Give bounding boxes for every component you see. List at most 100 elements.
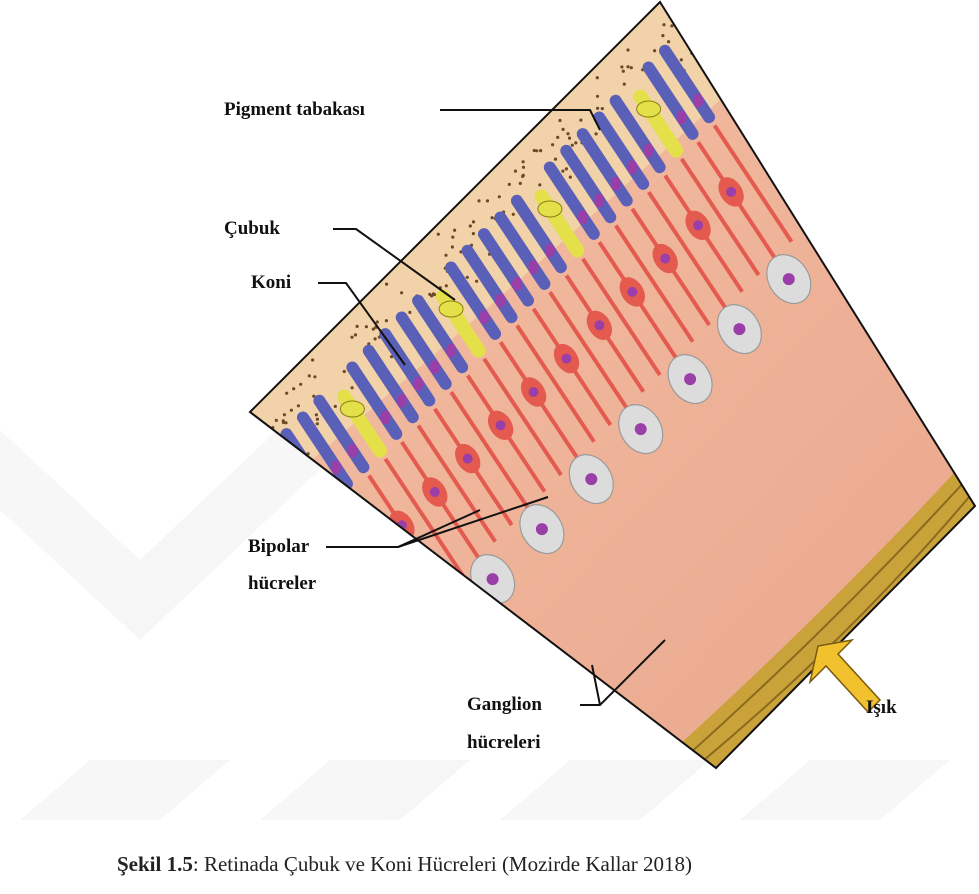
pigment-granule <box>365 325 368 328</box>
label-bipolar-line1: Bipolar <box>248 534 309 560</box>
bipolar-nucleus <box>693 220 703 230</box>
pigment-granule <box>551 143 554 146</box>
pigment-granule <box>290 409 293 412</box>
pigment-granule <box>596 95 599 98</box>
cone-segment <box>637 101 661 117</box>
pigment-granule <box>522 166 525 169</box>
pigment-granule <box>670 24 673 27</box>
pigment-granule <box>562 128 565 131</box>
ganglion-nucleus <box>635 423 647 435</box>
pigment-granule <box>385 319 388 322</box>
pigment-granule <box>374 337 377 340</box>
pigment-granule <box>311 358 314 361</box>
rod-nucleus <box>677 110 687 124</box>
label-pigment-layer: Pigment tabakası <box>224 97 365 123</box>
pigment-granule <box>626 65 629 68</box>
pigment-granule <box>571 144 574 147</box>
ganglion-nucleus <box>684 373 696 385</box>
pigment-granule <box>574 141 577 144</box>
pigment-granule <box>514 170 517 173</box>
rod-nucleus <box>594 194 604 208</box>
rod-nucleus <box>611 177 621 191</box>
rod-nucleus <box>315 477 325 491</box>
bipolar-nucleus <box>726 187 736 197</box>
ganglion-nucleus <box>536 523 548 535</box>
pigment-granule <box>554 158 557 161</box>
label-ganglion-line1: Ganglion <box>467 692 542 718</box>
bipolar-nucleus <box>660 254 670 264</box>
pigment-granule <box>630 66 633 69</box>
pigment-granule <box>385 283 388 286</box>
pigment-granule <box>522 160 525 163</box>
pigment-granule <box>282 421 285 424</box>
bipolar-nucleus <box>594 320 604 330</box>
pigment-granule <box>556 136 559 139</box>
pigment-granule <box>565 167 568 170</box>
pigment-granule <box>472 232 475 235</box>
rod-nucleus <box>627 160 637 174</box>
bipolar-nucleus <box>496 420 506 430</box>
pigment-granule <box>579 119 582 122</box>
pigment-granule <box>408 311 411 314</box>
pigment-granule <box>519 182 522 185</box>
pigment-granule <box>601 107 604 110</box>
ganglion-nucleus <box>585 473 597 485</box>
pigment-granule <box>522 174 525 177</box>
caption-number: Şekil 1.5 <box>117 852 193 876</box>
pigment-granule <box>430 294 433 297</box>
pigment-granule <box>400 291 403 294</box>
pigment-granule <box>475 280 478 283</box>
pigment-granule <box>354 333 357 336</box>
label-rod: Çubuk <box>224 216 280 242</box>
bipolar-nucleus <box>463 454 473 464</box>
pigment-granule <box>376 320 379 323</box>
pigment-granule <box>626 48 629 51</box>
pigment-granule <box>477 199 480 202</box>
pigment-granule <box>680 58 683 61</box>
rod-nucleus <box>528 260 538 274</box>
ganglion-cell <box>412 596 474 661</box>
rod-nucleus <box>347 444 357 458</box>
pigment-granule <box>437 233 440 236</box>
figure-caption: Şekil 1.5: Retinada Çubuk ve Koni Hücrel… <box>117 852 692 877</box>
pigment-granule <box>491 216 494 219</box>
label-ganglion-line2: hücreleri <box>467 730 541 756</box>
pigment-granule <box>275 419 278 422</box>
pigment-granule <box>662 23 665 26</box>
pigment-granule <box>661 34 664 37</box>
ganglion-nucleus <box>437 623 449 635</box>
pigment-granule <box>667 40 670 43</box>
label-light: Işık <box>866 695 897 721</box>
rod-nucleus <box>644 144 654 158</box>
bipolar-nucleus <box>562 354 572 364</box>
pigment-granule <box>620 65 623 68</box>
pigment-granule <box>512 213 515 216</box>
rod-nucleus <box>446 344 456 358</box>
rod-nucleus <box>380 410 390 424</box>
pigment-granule <box>308 374 311 377</box>
caption-text: : Retinada Çubuk ve Koni Hücreleri (Mozi… <box>193 852 692 876</box>
pigment-granule <box>566 132 569 135</box>
label-cone: Koni <box>251 270 291 296</box>
rod-nucleus <box>479 310 489 324</box>
pigment-granule <box>466 276 469 279</box>
pigment-granule <box>453 229 456 232</box>
pigment-granule <box>596 107 599 110</box>
bipolar-nucleus <box>430 487 440 497</box>
pigment-granule <box>316 418 319 421</box>
pigment-granule <box>472 220 475 223</box>
pigment-granule <box>343 370 346 373</box>
bipolar-body <box>351 539 387 578</box>
cone-segment <box>340 401 364 417</box>
pigment-granule <box>558 119 561 122</box>
ganglion-nucleus <box>783 273 795 285</box>
bipolar-nucleus <box>529 387 539 397</box>
pigment-granule <box>351 386 354 389</box>
pigment-granule <box>451 245 454 248</box>
pigment-granule <box>569 176 572 179</box>
rod-nucleus <box>578 210 588 224</box>
label-bipolar-line2: hücreler <box>248 571 316 597</box>
pigment-granule <box>622 70 625 73</box>
rod-nucleus <box>397 394 407 408</box>
